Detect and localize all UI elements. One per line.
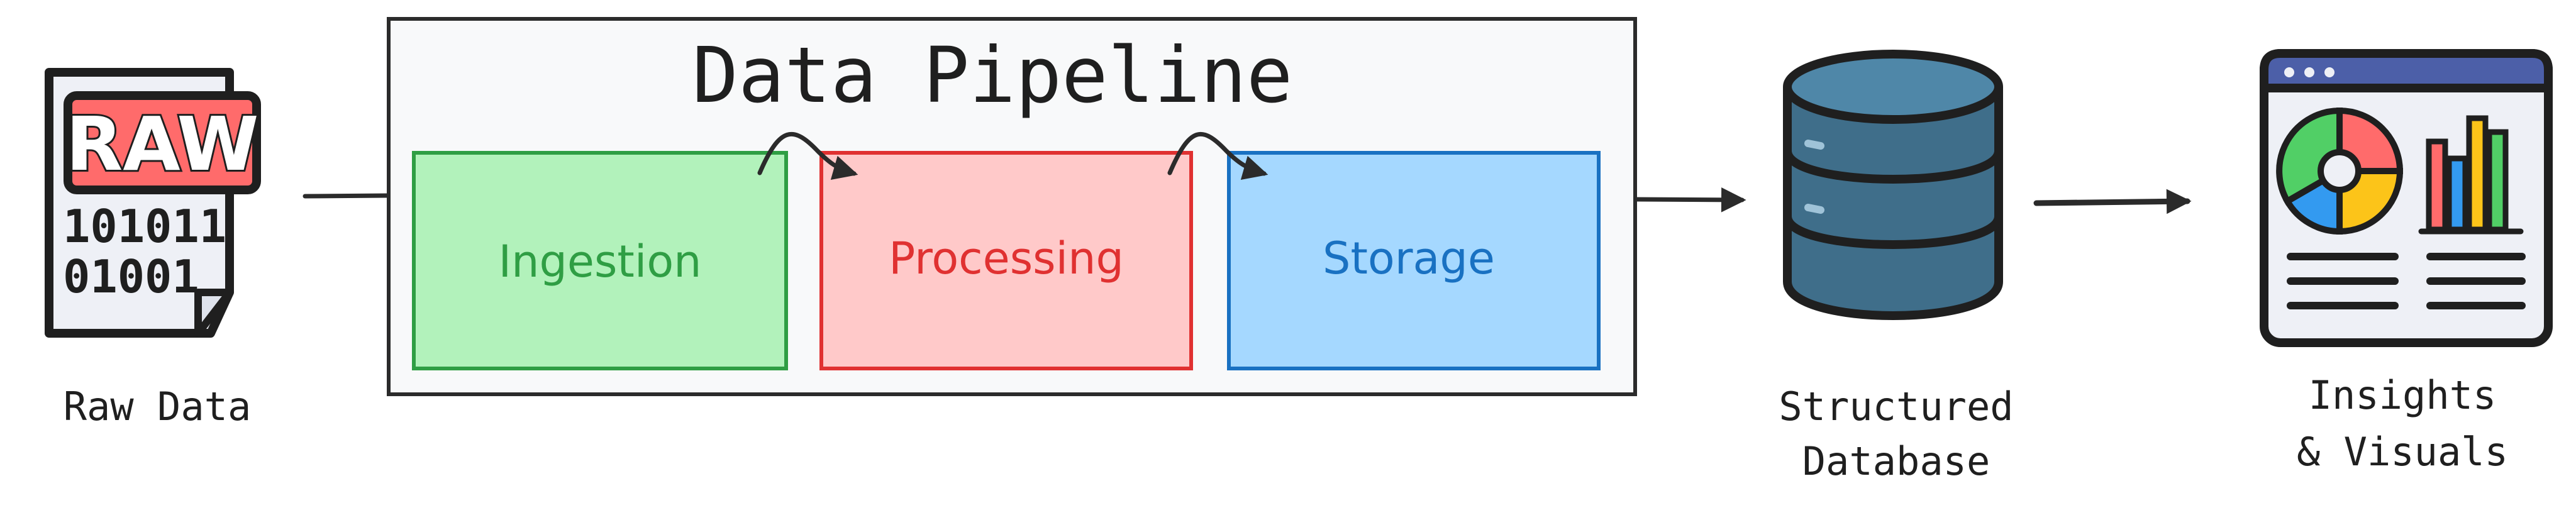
stage-ingestion: Ingestion <box>412 151 788 370</box>
binary-line-2: 01001 <box>63 250 199 303</box>
pipeline-to-database-arrow <box>1634 187 1746 213</box>
dashboard-icon <box>2260 49 2553 347</box>
stage-processing-label: Processing <box>889 233 1124 284</box>
raw-data-label: Raw Data <box>64 384 252 429</box>
pipeline-title: Data Pipeline <box>692 31 1293 120</box>
ingestion-to-processing-arrow <box>757 132 858 180</box>
database-label-line-2: Database <box>1802 438 1990 484</box>
output-label-line-1: Insights <box>2309 372 2497 418</box>
stage-storage: Storage <box>1227 151 1601 370</box>
raw-badge-text: RAW <box>65 101 258 187</box>
database-to-dashboard-arrow <box>2033 189 2192 214</box>
document-raw-icon: RAW 101011 01001 <box>45 68 261 338</box>
database-label-line-1: Structured <box>1779 384 2013 429</box>
raw-badge <box>64 91 261 194</box>
processing-to-storage-arrow <box>1167 132 1269 180</box>
pie-chart-icon <box>2276 107 2404 235</box>
stage-storage-label: Storage <box>1323 233 1495 284</box>
output-label-line-2: & Visuals <box>2297 429 2508 475</box>
binary-line-1: 101011 <box>63 200 226 253</box>
database-icon <box>1783 50 2003 320</box>
text-lines-icon <box>2287 253 2526 309</box>
stage-processing: Processing <box>819 151 1193 370</box>
bar-chart-icon <box>2418 115 2524 235</box>
stage-ingestion-label: Ingestion <box>498 236 701 287</box>
